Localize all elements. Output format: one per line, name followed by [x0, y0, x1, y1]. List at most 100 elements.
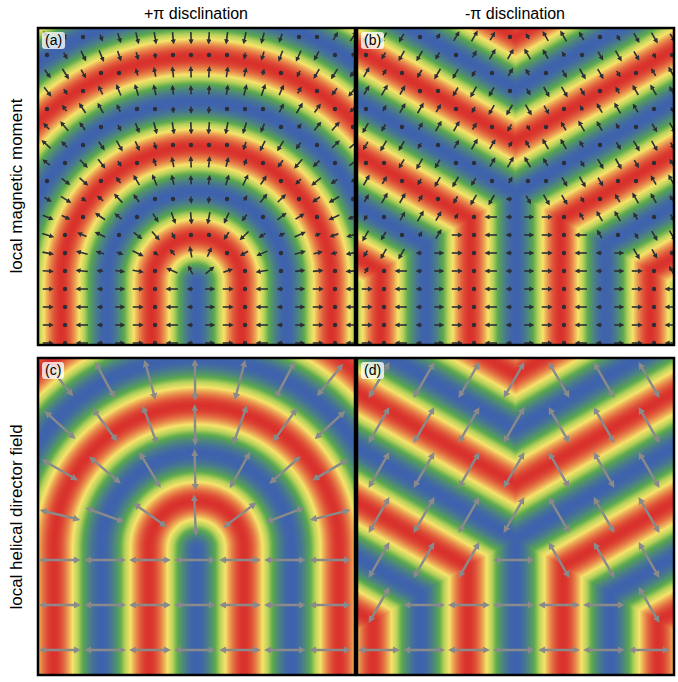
moment-arrow — [118, 51, 121, 59]
moment-arrow — [632, 288, 640, 290]
moment-arrow — [616, 51, 621, 60]
moment-arrow — [44, 198, 49, 201]
moment-dot — [364, 161, 368, 165]
moment-arrow — [508, 252, 512, 254]
moment-arrow — [172, 233, 174, 237]
moment-arrow — [614, 252, 622, 254]
moment-dot — [333, 323, 337, 327]
moment-arrow — [117, 86, 121, 95]
moment-arrow — [472, 141, 477, 150]
moment-arrow — [64, 53, 67, 58]
moment-arrow — [261, 141, 265, 149]
panel-label: (b) — [361, 32, 384, 49]
moment-arrow — [136, 70, 137, 75]
moment-arrow — [365, 215, 367, 218]
moment-arrow — [577, 234, 587, 236]
moment-dot — [382, 323, 386, 327]
moment-arrow — [598, 69, 603, 77]
director-arrow — [312, 559, 348, 561]
moment-arrow — [262, 124, 265, 131]
moment-arrow — [542, 324, 550, 326]
moment-arrow — [490, 51, 495, 59]
moment-arrow — [508, 234, 512, 236]
moment-arrow — [418, 324, 422, 326]
moment-arrow — [487, 216, 497, 218]
moment-dot — [472, 269, 476, 273]
moment-arrow — [99, 324, 103, 326]
moment-arrow — [241, 232, 248, 239]
director-arrow — [505, 409, 523, 440]
moment-dot — [63, 251, 67, 255]
moment-arrow — [487, 234, 497, 236]
moment-arrow — [208, 177, 210, 184]
moment-arrow — [226, 69, 227, 77]
moment-arrow — [315, 234, 319, 235]
moment-arrow — [296, 159, 303, 167]
moment-dot — [81, 143, 85, 147]
moment-arrow — [526, 159, 531, 167]
moment-dot — [382, 269, 386, 273]
moment-arrow — [63, 107, 66, 111]
moment-dot — [225, 107, 229, 111]
moment-arrow — [297, 50, 301, 59]
moment-dot — [81, 89, 85, 93]
moment-arrow — [62, 215, 68, 218]
moment-arrow — [397, 270, 407, 272]
moment-arrow — [223, 288, 231, 290]
moment-arrow — [333, 34, 336, 40]
moment-arrow — [314, 123, 320, 130]
moment-arrow — [527, 125, 529, 128]
moment-arrow — [99, 88, 102, 95]
moment-arrow — [313, 270, 321, 272]
arrow-field — [42, 362, 348, 650]
moment-dot — [598, 143, 602, 147]
moment-arrow — [544, 33, 548, 41]
moment-dot — [117, 233, 121, 237]
moment-arrow — [524, 306, 532, 308]
director-arrow — [96, 364, 113, 396]
moment-arrow — [208, 122, 210, 132]
panel — [357, 28, 677, 345]
moment-dot — [382, 305, 386, 309]
panel — [357, 358, 674, 675]
director-arrow — [177, 559, 213, 561]
moment-arrow — [524, 288, 532, 290]
moment-arrow — [154, 32, 156, 42]
moment-arrow — [527, 35, 529, 39]
moment-arrow — [508, 324, 512, 326]
moment-arrow — [258, 270, 268, 272]
moment-arrow — [45, 70, 50, 77]
moment-dot — [315, 215, 319, 219]
moment-arrow — [524, 216, 532, 218]
moment-arrow — [172, 122, 173, 132]
director-arrow — [226, 504, 255, 526]
moment-arrow — [418, 70, 421, 76]
moment-arrow — [577, 288, 587, 290]
moment-arrow — [487, 324, 497, 326]
panel-border — [357, 28, 674, 345]
moment-arrow — [598, 178, 602, 185]
moment-arrow — [382, 232, 386, 239]
moment-arrow — [436, 106, 440, 112]
column-heading: -π disclination — [465, 5, 565, 23]
moment-arrow — [81, 124, 85, 130]
moment-arrow — [397, 342, 407, 344]
moment-arrow — [314, 197, 320, 201]
moment-arrow — [362, 324, 370, 326]
moment-arrow — [418, 51, 423, 59]
moment-dot — [652, 323, 656, 327]
director-arrow — [135, 505, 164, 526]
moment-arrow — [169, 269, 178, 273]
moment-arrow — [99, 288, 103, 290]
moment-arrow — [472, 33, 477, 42]
moment-arrow — [397, 288, 407, 290]
moment-dot — [333, 161, 337, 165]
director-arrow — [312, 604, 348, 606]
moment-arrow — [418, 252, 422, 254]
moment-arrow — [208, 159, 211, 168]
director-arrow — [631, 649, 667, 651]
moment-arrow — [632, 306, 640, 308]
moment-arrow — [616, 213, 621, 221]
moment-arrow — [383, 53, 386, 58]
moment-arrow — [434, 324, 442, 326]
